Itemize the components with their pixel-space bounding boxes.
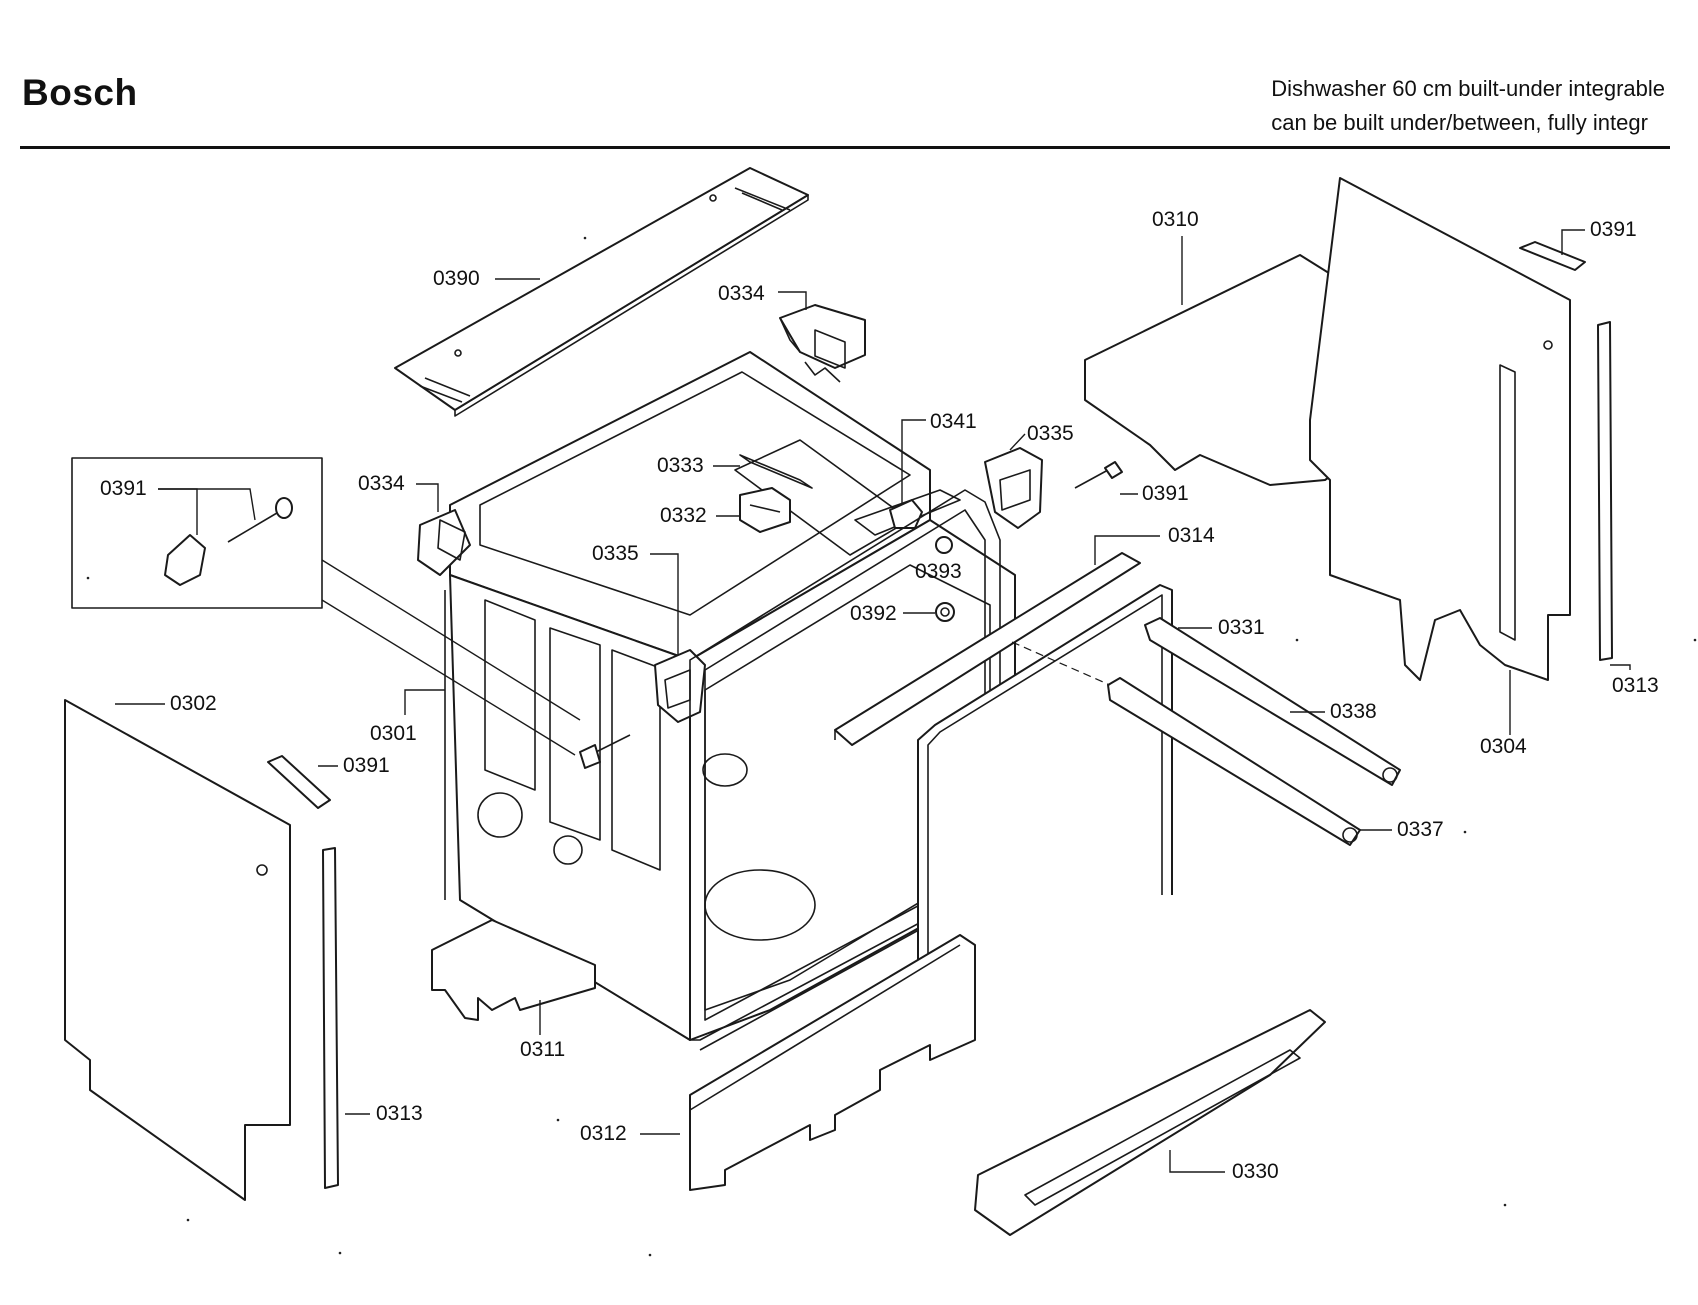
part-0338-rail [1144, 617, 1401, 786]
callout-0334-left: 0334 [358, 472, 439, 512]
svg-text:0312: 0312 [580, 1122, 627, 1145]
svg-text:0337: 0337 [1397, 818, 1444, 841]
svg-text:0334: 0334 [718, 282, 765, 305]
part-0391-bracket-right [1519, 241, 1586, 271]
svg-text:0335: 0335 [1027, 422, 1074, 445]
brand-title: Bosch [22, 72, 138, 113]
part-0335-bracket-right [984, 447, 1043, 529]
part-0334-bracket-top [779, 304, 866, 383]
part-0337-rail [1107, 677, 1361, 846]
svg-text:0333: 0333 [657, 454, 704, 477]
svg-text:0391: 0391 [100, 477, 147, 500]
callout-0393: 0393 [915, 560, 962, 583]
part-0393-roller [935, 536, 953, 554]
svg-text:0313: 0313 [376, 1102, 423, 1125]
part-0333-strip [739, 454, 813, 489]
model-description: Dishwasher 60 cm built-under integrable … [1271, 72, 1665, 140]
svg-text:0313: 0313 [1612, 674, 1659, 697]
callout-0302: 0302 [115, 692, 217, 715]
svg-text:0391: 0391 [343, 754, 390, 777]
svg-text:0334: 0334 [358, 472, 405, 495]
header-divider [20, 146, 1670, 149]
svg-text:0335: 0335 [592, 542, 639, 565]
callout-0314: 0314 [1094, 524, 1215, 565]
callout-0391-inset: 0391 [100, 477, 256, 535]
svg-text:0314: 0314 [1168, 524, 1215, 547]
part-0332-latch [739, 487, 791, 533]
svg-text:0331: 0331 [1218, 616, 1265, 639]
callout-0331: 0331 [1178, 616, 1265, 639]
callout-0334-top: 0334 [718, 282, 807, 310]
callout-0312: 0312 [580, 1122, 680, 1145]
inset-leader-1 [321, 559, 581, 721]
part-0392-nut [935, 602, 955, 622]
svg-text:0304: 0304 [1480, 735, 1527, 758]
callout-0313-right: 0313 [1610, 664, 1659, 697]
part-0391-bracket-left [267, 755, 331, 809]
part-0312-plinth [689, 934, 976, 1191]
callout-0335-mid: 0335 [592, 542, 679, 655]
part-0391-screw-mid [1074, 461, 1123, 489]
part-0302-side-panel-left [64, 699, 291, 1201]
part-0390-top-plate [394, 167, 809, 417]
part-0334-bracket-left [417, 509, 471, 576]
part-0313-strip-right [1597, 321, 1613, 661]
callout-0304: 0304 [1480, 670, 1527, 758]
scan-specks [86, 236, 1697, 1257]
svg-text:0311: 0311 [520, 1038, 565, 1061]
callout-0335-right: 0335 [1009, 422, 1074, 451]
svg-text:0330: 0330 [1232, 1160, 1279, 1183]
part-0304-side-panel-right [1309, 177, 1571, 681]
callout-0310: 0310 [1152, 208, 1199, 305]
callout-0301: 0301 [370, 689, 445, 745]
callout-0330: 0330 [1169, 1150, 1279, 1183]
part-0313-strip-left [322, 847, 339, 1189]
callout-0337: 0337 [1360, 818, 1444, 841]
callout-0338: 0338 [1290, 700, 1377, 723]
callout-0313-left: 0313 [345, 1102, 423, 1125]
callout-0391-mid: 0391 [1120, 482, 1189, 505]
svg-text:0338: 0338 [1330, 700, 1377, 723]
part-0314-rail [834, 552, 1141, 746]
svg-text:0301: 0301 [370, 722, 417, 745]
callout-0391-left: 0391 [318, 754, 390, 777]
callout-0332: 0332 [660, 504, 740, 527]
svg-text:0393: 0393 [915, 560, 962, 583]
svg-text:0341: 0341 [930, 410, 977, 433]
svg-text:0391: 0391 [1590, 218, 1637, 241]
model-description-line-1: Dishwasher 60 cm built-under integrable [1271, 76, 1665, 101]
svg-text:0332: 0332 [660, 504, 707, 527]
svg-text:0391: 0391 [1142, 482, 1189, 505]
callout-0391-right: 0391 [1561, 218, 1637, 255]
part-0330-kickplate [974, 1009, 1326, 1236]
callout-0311: 0311 [520, 1000, 565, 1061]
svg-text:0310: 0310 [1152, 208, 1199, 231]
inset-leader-2 [321, 599, 576, 756]
callout-0341: 0341 [901, 410, 977, 505]
part-0391-inset-box [71, 457, 323, 609]
model-description-line-2: can be built under/between, fully integr [1271, 110, 1648, 135]
alignment-dashed-line [1011, 641, 1111, 686]
svg-text:0302: 0302 [170, 692, 217, 715]
part-0311-base-bracket [431, 919, 596, 1021]
svg-text:0392: 0392 [850, 602, 897, 625]
svg-text:0390: 0390 [433, 267, 480, 290]
callout-0333: 0333 [657, 454, 740, 477]
part-0391-screw-on-tub [579, 734, 631, 769]
callout-0392: 0392 [850, 602, 935, 625]
callout-0390: 0390 [433, 267, 540, 290]
